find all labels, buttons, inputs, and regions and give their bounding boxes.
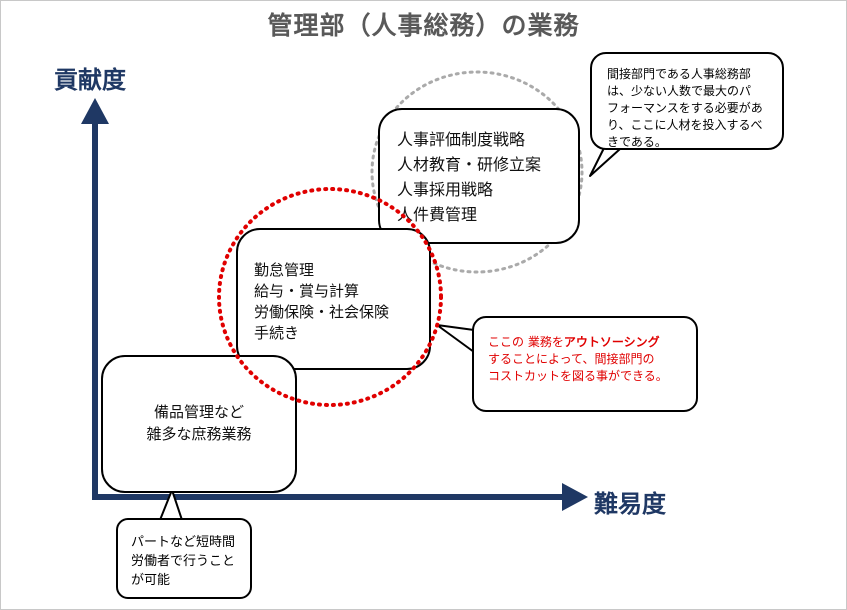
- general-item: 備品管理など: [153, 403, 244, 421]
- callout-line: することによって、間接部門の: [488, 352, 655, 366]
- routine-item: 勤怠管理: [254, 261, 315, 279]
- x-axis-label: 難易度: [594, 490, 666, 518]
- callout-line: 間接部門である人事総務部: [607, 67, 751, 81]
- parttime-callout: パートなど短時間 労働者で行うこと が可能: [116, 518, 252, 599]
- top-right-callout: 間接部門である人事総務部 は、少ない人数で最大のパ フォーマンスをする必要があ …: [590, 52, 784, 150]
- strategic-item: 人件費管理: [397, 205, 478, 224]
- outsourcing-highlight: アウトソーシング: [563, 335, 660, 349]
- outsourcing-callout: ここの 業務をアウトソーシング することによって、間接部門の コストカットを図る…: [472, 316, 698, 412]
- callout-line: 労働者で行うこと: [131, 554, 236, 569]
- routine-item: 手続き: [254, 324, 300, 342]
- callout-text: ここの 業務を: [488, 335, 564, 349]
- x-axis-arrowhead: [562, 483, 588, 511]
- gray-dotted-circle: [370, 70, 584, 274]
- callout-line: きである。: [607, 135, 667, 149]
- strategic-item: 人事採用戦略: [397, 180, 494, 199]
- page-title: 管理部（人事総務）の業務: [267, 11, 580, 40]
- callout-line: り、ここに人材を投入するべ: [607, 118, 763, 132]
- strategic-hr-box: 人事評価制度戦略 人材教育・研修立案 人事採用戦略 人件費管理: [378, 108, 580, 244]
- outsourcing-callout-tail: [436, 324, 475, 353]
- strategic-item: 人材教育・研修立案: [397, 155, 542, 174]
- y-axis-label: 貢献度: [54, 66, 126, 94]
- y-axis-arrowhead: [81, 98, 109, 124]
- general-item: 雑多な庶務業務: [146, 425, 252, 443]
- routine-item: 給与・賞与計算: [254, 282, 360, 300]
- callout-line: パートなど短時間: [131, 535, 236, 550]
- routine-item: 労働保険・社会保険: [254, 303, 390, 321]
- callout-line: が可能: [131, 573, 171, 588]
- strategic-item: 人事評価制度戦略: [397, 130, 526, 149]
- callout-line: は、少ない人数で最大のパ: [607, 84, 752, 98]
- callout-line: フォーマンスをする必要があ: [607, 101, 763, 115]
- routine-hr-box: 勤怠管理 給与・賞与計算 労働保険・社会保険 手続き: [236, 228, 431, 370]
- callout-line: ここの 業務をアウトソーシング: [488, 334, 696, 351]
- callout-line: コストカットを図る事ができる。: [488, 369, 668, 383]
- general-affairs-box: 備品管理など 雑多な庶務業務: [101, 355, 297, 493]
